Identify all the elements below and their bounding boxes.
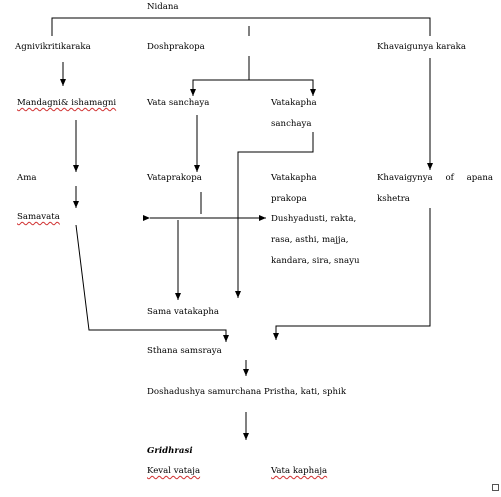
root-bracket bbox=[51, 17, 431, 36]
node-dushyadusti: Dushyadusti, rakta, rasa, asthi, majja, … bbox=[271, 214, 360, 266]
node-ama: Ama bbox=[16, 173, 38, 184]
branch-doshprakopa bbox=[192, 56, 250, 95]
corner-marker bbox=[492, 484, 499, 491]
cause-agnivikriti: Agnivikritikaraka bbox=[14, 42, 92, 53]
node-vataprakopa: Vataprakopa bbox=[146, 173, 203, 184]
node-samavata: Samavata bbox=[16, 212, 61, 223]
node-khavaigunya-apana: Khavaigynya of apana kshetra bbox=[377, 173, 493, 204]
cause-doshprakopa: Doshprakopa bbox=[146, 42, 206, 53]
node-keval-vataja: Keval vataja bbox=[146, 466, 202, 477]
line-vatakapha-sanchaya-down bbox=[235, 132, 314, 298]
root-nidana: Nidana bbox=[146, 2, 180, 13]
node-sthana-samsraya: Sthana samsraya bbox=[146, 346, 223, 357]
node-gridhrasi: Gridhrasi bbox=[146, 446, 194, 457]
cause-khavaigunya: Khavaigunya karaka bbox=[376, 42, 467, 53]
line-khava-to-sthana bbox=[273, 208, 431, 340]
node-vatakapha-sanchaya: Vatakapha sanchaya bbox=[271, 98, 317, 129]
node-doshadushya: Doshadushya samurchana Pristha, kati, sp… bbox=[147, 387, 347, 397]
node-mandagni: Mandagni& ishamagni bbox=[16, 98, 118, 109]
node-sama-vatakapha: Sama vatakapha bbox=[146, 307, 221, 318]
node-vata-kaphaja: Vata kaphaja bbox=[270, 466, 329, 477]
node-vata-sanchaya: Vata sanchaya bbox=[146, 98, 211, 109]
node-vatakapha-prakopa: Vatakapha prakopa bbox=[271, 173, 317, 204]
line-samavata-to-sthana bbox=[75, 224, 229, 342]
